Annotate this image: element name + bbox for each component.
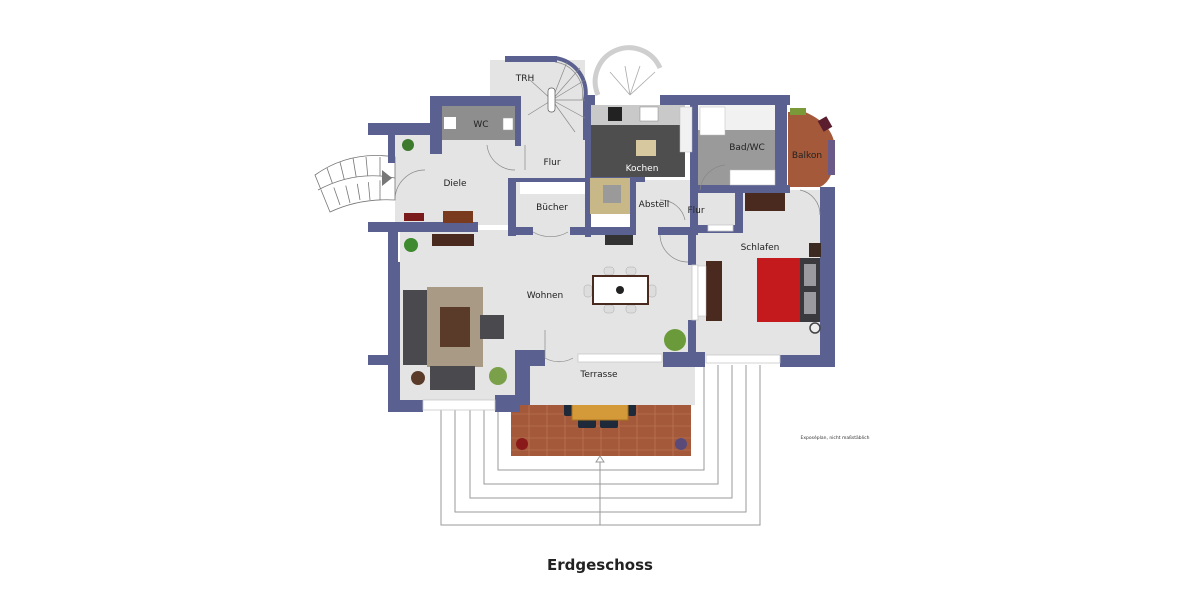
bedroom-furniture: [697, 243, 821, 334]
room-label-buecher: Bücher: [536, 203, 568, 213]
room-label-wohnen: Wohnen: [527, 291, 564, 301]
entrance-arrow-icon: [382, 170, 392, 186]
room-label-kochen: Kochen: [626, 164, 659, 174]
room-label-terrasse: Terrasse: [579, 370, 618, 380]
outer-spiral-stair: [592, 45, 663, 96]
plant-icon: [675, 438, 687, 450]
kitchen-furniture: [590, 106, 693, 214]
living-furniture: [402, 139, 686, 390]
floor-title: Erdgeschoss: [547, 556, 653, 574]
room-label-schlafen: Schlafen: [741, 243, 780, 253]
room-label-balkon: Balkon: [792, 151, 822, 161]
room-label-flur-1: Flur: [543, 158, 560, 168]
walls: [368, 56, 835, 412]
terrace-steps: [440, 365, 761, 526]
room-label-wc: WC: [473, 120, 488, 130]
room-label-trh: TRH: [515, 74, 535, 84]
balcony-plants: [790, 108, 835, 175]
terrace-arrow-icon: [595, 455, 605, 463]
wc-furniture: [444, 117, 514, 131]
room-label-diele: Diele: [443, 179, 466, 189]
door-swings: [394, 144, 821, 363]
room-label-abstell: Abstell: [639, 200, 670, 210]
room-label-bad-wc: Bad/WC: [729, 143, 765, 153]
bath-furniture: [699, 106, 785, 211]
room-label-flur-2: Flur: [687, 206, 704, 216]
entrance-stairs: [314, 155, 396, 213]
scale-note: Exposéplan, nicht maßstäblich: [800, 436, 870, 441]
plant-icon: [516, 438, 528, 450]
plant-icon: [616, 286, 624, 294]
dining-table: [583, 266, 657, 314]
